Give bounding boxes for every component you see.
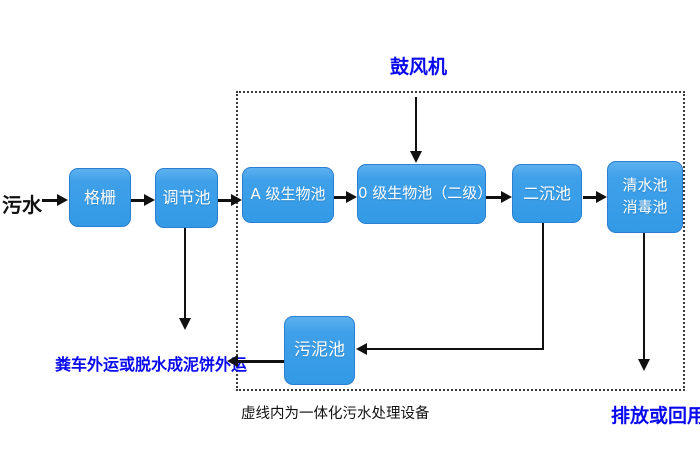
arrow-source-to-grid-shaft [42,199,58,202]
node-secondary-sedimentation-tank: 二沉池 [512,164,582,223]
node-a-bio-tank: A 级生物池 [242,167,334,223]
source-label: 污水 [2,193,42,217]
arrow-a-bio-to-o-bio-shaft [334,196,347,199]
arrow-blower-to-o-bio-head [410,151,422,163]
arrow-o-bio-to-sedimentation-head [501,191,512,203]
arrow-sedimentation-to-sludge-horizontal [366,348,544,350]
arrow-regulating-down-head [179,318,191,330]
arrow-blower-to-o-bio-shaft [415,97,417,152]
node-regulating-tank: 调节池 [155,168,218,228]
arrow-sedimentation-to-clearwater-shaft [583,196,597,199]
node-o-bio-tank: 0 级生物池（二级） [357,164,492,224]
arrow-clearwater-to-discharge-head [638,359,650,371]
node-clear-water-disinfection-tank: 清水池 消毒池 [607,161,683,233]
arrow-o-bio-to-sedimentation-shaft [486,196,502,199]
arrow-grid-to-regulating-head [144,194,155,206]
arrow-regulating-down-shaft [184,228,186,319]
node-sludge-tank: 污泥池 [284,316,355,385]
sludge-disposal-label: 粪车外运或脱水成泥饼外运 [55,355,248,374]
arrow-clearwater-to-discharge-shaft [643,233,645,360]
arrow-regulating-to-a-bio-head [231,194,242,206]
arrow-sludge-to-disposal-head [227,355,238,367]
equipment-boundary-dashed-box [236,91,685,391]
arrow-source-to-grid-head [57,194,68,206]
discharge-label: 排放或回用 [611,405,700,427]
boundary-caption: 虚线内为一体化污水处理设备 [241,406,430,422]
blower-label: 鼓风机 [390,56,448,78]
node-grid: 格栅 [69,168,131,227]
arrow-sedimentation-to-clearwater-head [596,191,607,203]
arrow-sludge-to-disposal-shaft [237,360,284,363]
arrow-grid-to-regulating-shaft [131,199,145,202]
arrow-regulating-to-a-bio-shaft [218,199,232,202]
arrow-a-bio-to-o-bio-head [346,191,357,203]
arrow-sedimentation-to-sludge-vertical [542,223,544,350]
arrow-sedimentation-to-sludge-head [356,343,367,355]
